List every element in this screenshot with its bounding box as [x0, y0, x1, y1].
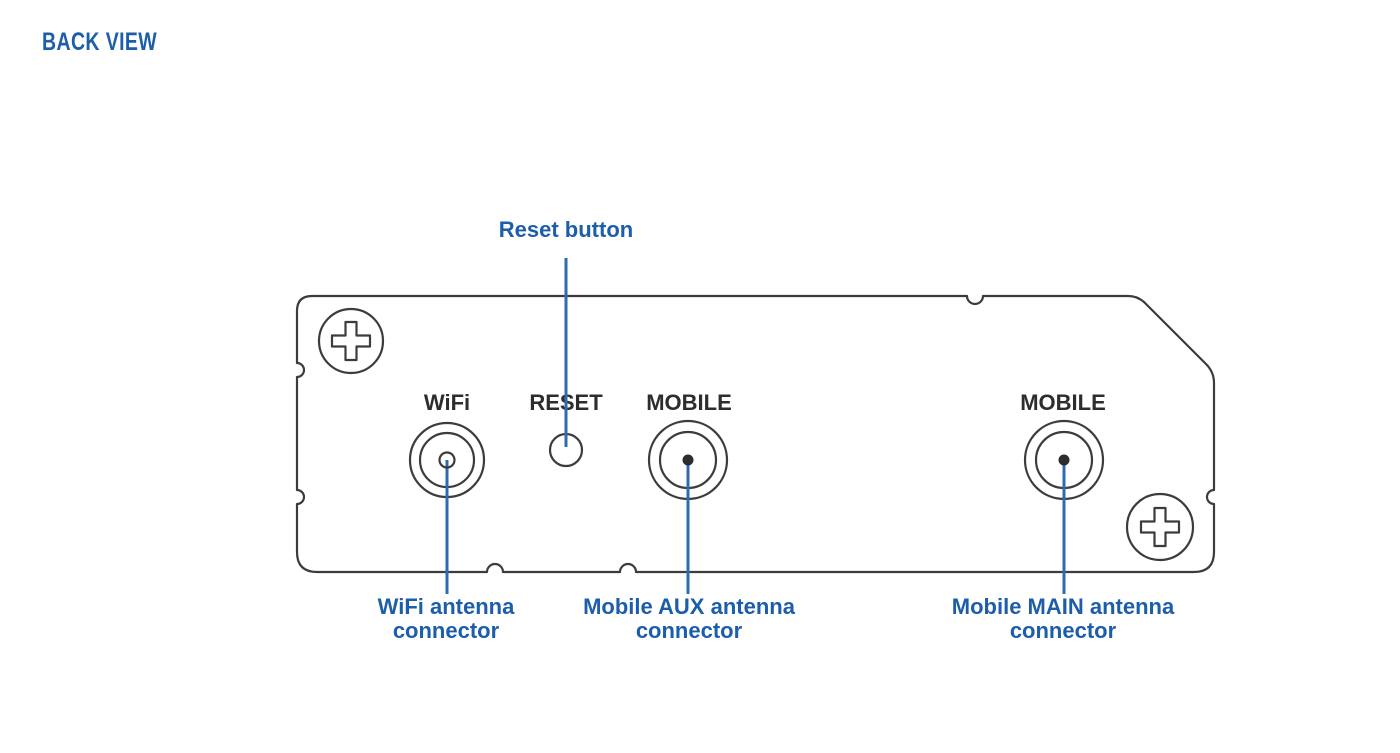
- page-title: BACK VIEW: [42, 28, 158, 56]
- annotation-mobile-main-antenna-connector: Mobile MAIN antenna connector: [951, 594, 1175, 643]
- annotation-reset-button: Reset button: [498, 217, 634, 242]
- annotation-mobile-aux-antenna-connector: Mobile AUX antenna connector: [583, 594, 795, 643]
- port-label-mobile-aux: MOBILE: [646, 390, 732, 415]
- port-label-wifi: WiFi: [423, 390, 471, 415]
- port-label-mobile-main: MOBILE: [1020, 390, 1106, 415]
- annotation-wifi-antenna-connector: WiFi antenna connector: [377, 594, 515, 643]
- port-label-reset: RESET: [529, 390, 603, 415]
